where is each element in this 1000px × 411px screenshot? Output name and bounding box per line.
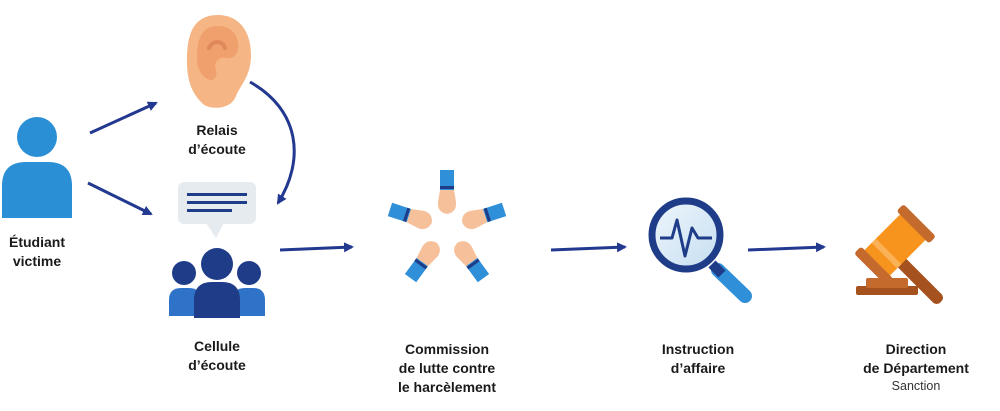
victim-label-line-2: victime [12,253,62,269]
magnifier-icon [648,197,752,303]
direction-sanction-label: Sanction [891,379,941,393]
arrow-cellule-to-commission [279,242,354,253]
commission-label-line-2: de lutte contre [398,360,496,376]
arrow-instruction-to-direction [747,242,826,253]
victim-label-line-1: Étudiant [9,234,65,250]
relais-label-line-2: d’écoute [188,141,246,157]
joined-hands-icon [387,170,507,283]
victim-label: Étudiant victime [0,233,74,271]
commission-label: Commission de lutte contre le harcèlemen… [372,340,522,397]
cellule-label-line-1: Cellule [194,338,240,354]
commission-label-line-3: le harcèlement [397,379,497,395]
instruction-label: Instruction d’affaire [638,340,758,378]
cellule-label-line-2: d’écoute [188,357,246,373]
commission-label-line-1: Commission [404,341,489,357]
relais-label: Relais d’écoute [170,121,264,159]
arrow-victim-to-cellule [87,181,153,216]
arrow-victim-to-relais [89,101,158,135]
ear-icon [187,15,251,108]
arrow-commission-to-instruction [550,242,627,253]
arrow-relais-to-cellule [249,80,296,205]
direction-label: Direction de Département Sanction [846,340,986,394]
person-icon [2,117,72,218]
group-icon [169,248,265,318]
arrows [87,80,826,253]
relais-label-line-1: Relais [196,122,238,138]
gavel-icon [855,205,944,305]
instruction-label-line-2: d’affaire [670,360,726,376]
speech-bubble-icon [178,182,256,238]
instruction-label-line-1: Instruction [661,341,735,357]
direction-label-line-1: Direction [885,341,947,357]
direction-label-line-2: de Département [863,360,969,376]
cellule-label: Cellule d’écoute [165,337,269,375]
